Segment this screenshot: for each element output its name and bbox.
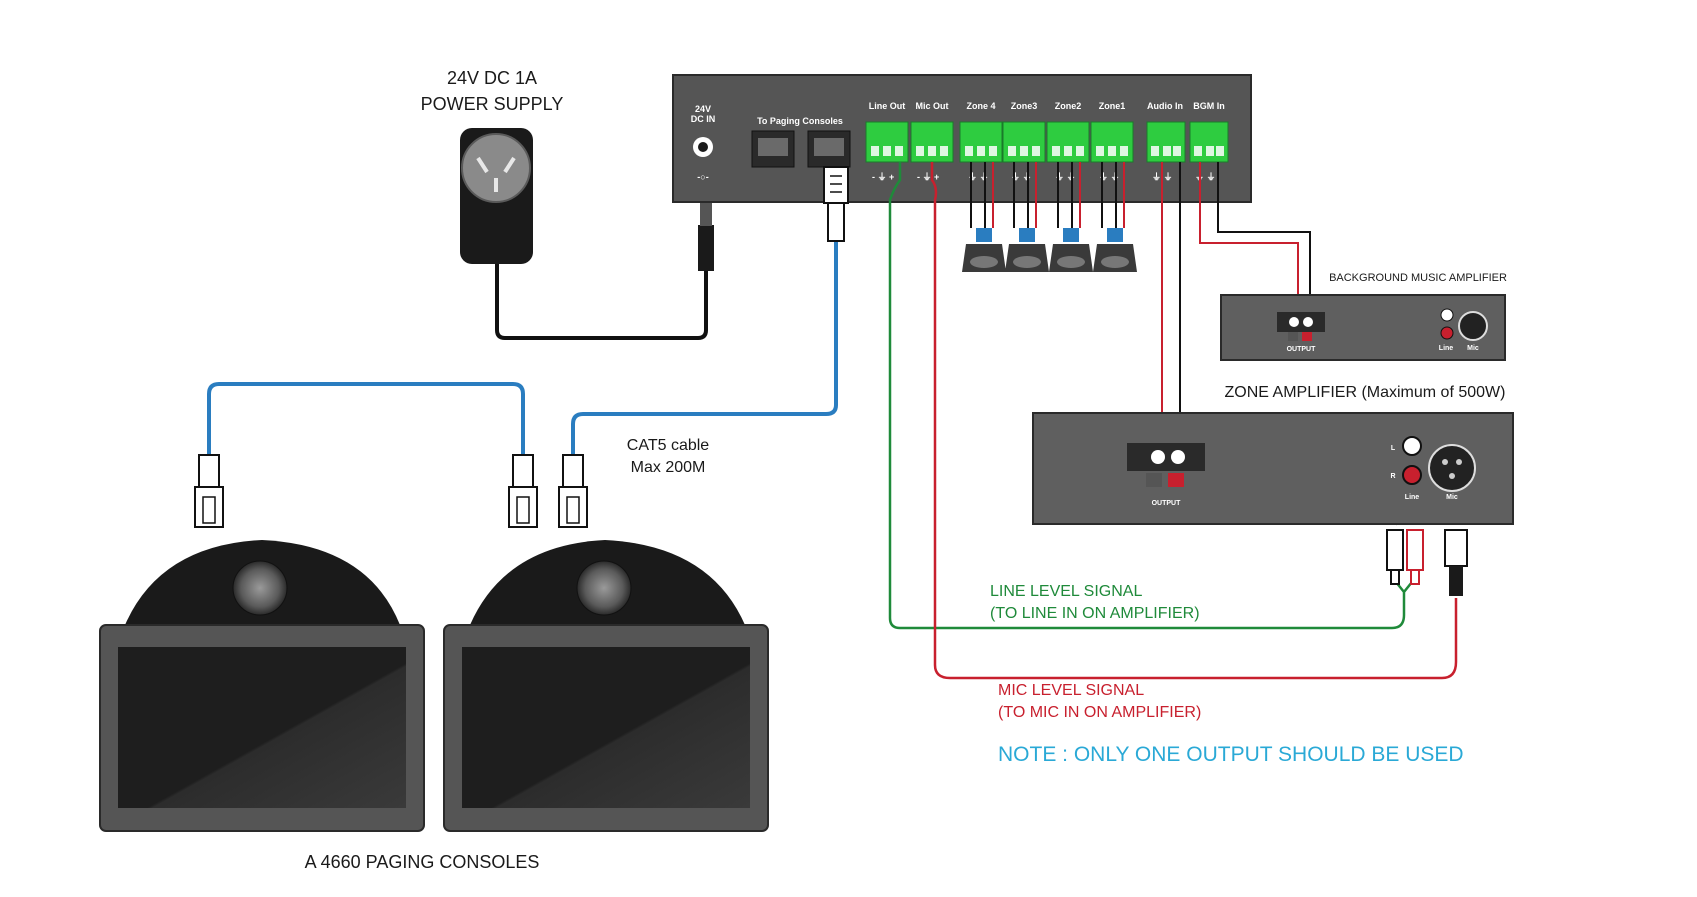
zone-line-label: Line [1405,494,1419,501]
zone-amp-title: ZONE AMPLIFIER (Maximum of 500W) [1225,384,1506,401]
consoles-label: A 4660 PAGING CONSOLES [305,852,540,872]
paging-consoles-label: To Paging Consoles [757,116,843,126]
svg-text:⏚ ⏚: ⏚ ⏚ [968,172,989,182]
cat5-label-line1: CAT5 cable [627,437,710,454]
paging-console-left [99,540,425,832]
mic-level-label-1: MIC LEVEL SIGNAL [998,682,1144,699]
svg-text:- ⏚ +: - ⏚ + [917,172,939,182]
main-unit: 24V DC IN -○- To Paging Consoles Line Ou… [672,74,1252,203]
dc-polarity-icon: -○- [697,172,708,182]
zone-mic-jack[interactable] [1428,444,1476,492]
terminal-blocks: - ⏚ + - ⏚ + ⏚ ⏚ ⏚ ⏚ ⏚ ⏚ ⏚ ⏚ ⏚ ⏚ ⏚ ⏚ [865,121,1229,182]
zone3-plug [1005,162,1049,272]
svg-text:⏚ ⏚: ⏚ ⏚ [1055,172,1076,182]
power-supply: 24V DC 1A POWER SUPPLY [421,68,714,340]
rj45-plug-main [823,166,849,242]
wires [207,162,1458,680]
mic-level-wire [930,162,1458,680]
console-mic-icon [576,560,632,616]
line-level-label-1: LINE LEVEL SIGNAL [990,583,1142,600]
cat5-cable-link [207,382,525,455]
zone-amplifier: ZONE AMPLIFIER (Maximum of 500W) OUTPUT … [1032,384,1514,525]
zone1-plug [1093,162,1137,272]
zone-plugs [962,162,1137,272]
zone4-plug [962,162,1006,272]
bgm-mic-jack[interactable] [1458,311,1488,341]
cat5-cable-main [571,240,838,455]
bgm-line-label: Line [1439,345,1453,352]
terminal-label-mic-out: Mic Out [916,101,949,111]
zone-r-label: R [1390,473,1395,480]
svg-text:⏚ ⏚: ⏚ ⏚ [1099,172,1120,182]
rj45-plug-mid [508,454,538,528]
zone-output-terminal[interactable] [1127,443,1205,471]
zone-output-label: OUTPUT [1152,500,1182,507]
power-supply-line2: POWER SUPPLY [421,94,564,114]
terminal-label-zone2: Zone2 [1055,101,1082,111]
zone-line-l-jack[interactable] [1402,436,1422,456]
power-plug-face [461,133,531,203]
terminal-label-zone4: Zone 4 [966,101,995,111]
zone-mic-label: Mic [1446,494,1458,501]
bgm-amp-title: BACKGROUND MUSIC AMPLIFIER [1329,272,1507,284]
rj45-plugs-consoles [194,454,588,528]
terminal-label-audio-in: Audio In [1147,101,1183,111]
rj45-plug-right [558,454,588,528]
terminal-label-bgm-in: BGM In [1193,101,1225,111]
bgm-output-label: OUTPUT [1287,346,1317,353]
console-screen [462,647,750,808]
svg-text:⏚ ⏚: ⏚ ⏚ [1011,172,1032,182]
zone-line-r-jack[interactable] [1402,465,1422,485]
line-level-label-2: (TO LINE IN ON AMPLIFIER) [990,605,1200,622]
terminal-label-zone1: Zone1 [1099,101,1126,111]
dc-in-label-2: DC IN [691,114,716,124]
mic-level-label-2: (TO MIC IN ON AMPLIFIER) [998,704,1201,721]
bgm-amplifier: BACKGROUND MUSIC AMPLIFIER OUTPUT Line M… [1220,272,1507,361]
dc-in-label-1: 24V [695,104,711,114]
bgm-wire-black [1217,162,1311,318]
note-label: NOTE : ONLY ONE OUTPUT SHOULD BE USED [998,743,1464,766]
svg-text:⏚ ⏚: ⏚ ⏚ [1195,172,1216,182]
xlr-plug [1444,529,1468,596]
console-mic-icon [232,560,288,616]
rj45-plug-left [194,454,224,528]
rca-plugs [1386,529,1424,585]
bgm-output-terminal[interactable] [1277,312,1325,332]
power-supply-line1: 24V DC 1A [447,68,537,88]
terminal-label-zone3: Zone3 [1011,101,1038,111]
console-screen [118,647,406,808]
bgm-wire-red [1199,162,1299,318]
paging-console-right [443,540,769,832]
terminal-label-line-out: Line Out [869,101,906,111]
bgm-mic-label: Mic [1467,345,1479,352]
power-cable [495,260,708,340]
zone2-plug [1049,162,1093,272]
dc-plug [698,225,714,271]
zone-l-label: L [1391,445,1396,452]
cat5-label-line2: Max 200M [631,459,706,476]
svg-text:- ⏚ +: - ⏚ + [872,172,894,182]
